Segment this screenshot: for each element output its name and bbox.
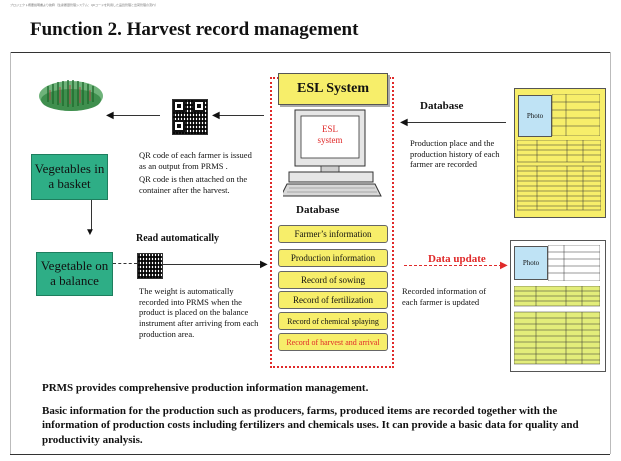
vegetables-basket-box: Vegetables in a basket — [31, 154, 108, 200]
read-automatically-label: Read automatically — [136, 233, 220, 244]
esl-screen-line2: system — [317, 135, 343, 146]
vegetable-balance-box: Vegetable on a balance — [36, 252, 113, 296]
arrow-db-to-esl — [404, 122, 506, 123]
esl-screen-label: ESL system — [301, 124, 359, 147]
arrowhead-right: ▶ — [260, 259, 268, 270]
updated-farmer-photo: Photo — [514, 246, 548, 280]
db-item-sowing: Record of sowing — [278, 271, 388, 289]
page-title: Function 2. Harvest record management — [30, 19, 359, 40]
esl-database-heading: Database — [296, 204, 340, 216]
header-fineprint: プロジェクト概要説明書より抜粋（生産履歴管理システム：QRコードを利用した品質管… — [10, 3, 159, 7]
arrowhead-left: ◀ — [106, 110, 114, 121]
esl-screen-line1: ESL — [321, 124, 338, 134]
db-item-production: Production information — [278, 249, 388, 267]
arrowhead-left: ◀ — [212, 110, 220, 121]
summary-line-2: Basic information for the production suc… — [42, 405, 579, 446]
computer-icon — [283, 109, 382, 197]
farmer-photo: Photo — [518, 95, 552, 137]
summary-line-1: PRMS provides comprehensive production i… — [42, 382, 369, 394]
vegetable-field-image — [39, 80, 103, 111]
qr-issue-text: QR code of each farmer is issued as an o… — [139, 150, 252, 171]
qr-finder-icon — [173, 120, 185, 132]
sheet-table — [517, 140, 601, 211]
bottom-divider — [10, 454, 610, 455]
sheet-grid — [552, 94, 600, 136]
weight-record-text: The weight is automatically recorded int… — [139, 286, 259, 339]
data-update-heading: Data update — [428, 253, 486, 265]
updated-sheet-table — [514, 286, 600, 365]
arrow-balance-to-esl — [163, 264, 263, 265]
arrowhead-left: ◀ — [400, 117, 408, 128]
arrow-basket-to-balance — [91, 200, 92, 230]
update-description: Recorded information of each farmer is u… — [402, 286, 487, 307]
arrow-esl-to-update — [404, 265, 502, 266]
frame-left — [10, 52, 11, 454]
esl-system-title: ESL System — [278, 73, 388, 105]
updated-sheet-grid — [548, 245, 600, 281]
qr-finder-icon — [173, 100, 185, 112]
arrow-esl-to-qr — [216, 115, 264, 116]
db-item-chemical: Record of chemical splaying — [278, 312, 388, 330]
frame-right — [610, 52, 611, 454]
qr-finder-icon — [193, 100, 205, 112]
dashed-connector — [113, 263, 137, 264]
db-item-fertilization: Record of fertilization — [278, 291, 388, 309]
qr-attach-text: QR code is then attached on the containe… — [139, 174, 248, 195]
database-description: Production place and the production hist… — [410, 138, 500, 170]
qr-code-small-icon — [137, 253, 163, 279]
arrow-qr-to-field — [110, 115, 160, 116]
title-divider — [10, 52, 610, 53]
db-item-harvest: Record of harvest and arrival — [278, 333, 388, 351]
db-item-farmer: Farmer’s information — [278, 225, 388, 243]
arrowhead-down: ▼ — [85, 227, 95, 238]
arrowhead-right-red: ▶ — [500, 260, 508, 271]
database-heading: Database — [420, 100, 464, 112]
